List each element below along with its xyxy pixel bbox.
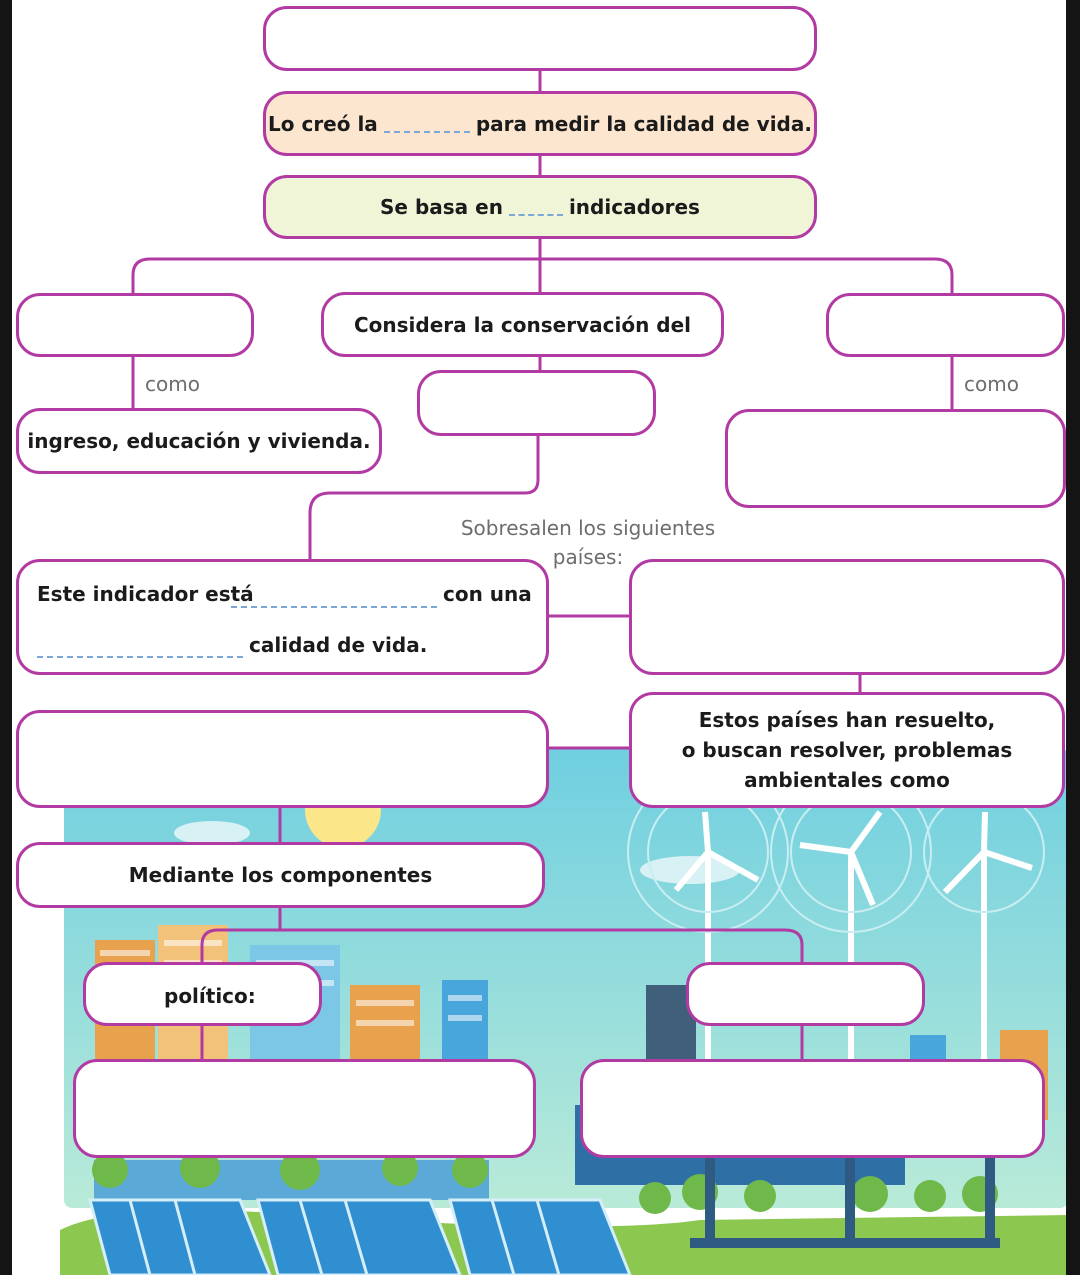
bottom-right-box[interactable] bbox=[580, 1059, 1045, 1158]
countries-label: Sobresalen los siguientes países: bbox=[440, 514, 736, 572]
center-blank-box[interactable] bbox=[417, 370, 656, 436]
component-political-label: político: bbox=[164, 984, 256, 1008]
connector-como-left: como bbox=[145, 372, 200, 396]
components-box: Mediante los componentes bbox=[16, 842, 545, 908]
components-text: Mediante los componentes bbox=[128, 863, 433, 887]
right-examples-box[interactable] bbox=[725, 409, 1066, 508]
based-on-box: Se basa en indicadores bbox=[263, 175, 817, 239]
left-blank-box[interactable] bbox=[16, 710, 549, 808]
environmental-line1: Estos países han resuelto, bbox=[698, 708, 996, 732]
countries-label-line2: países: bbox=[552, 545, 624, 569]
indicator-status-box: Este indicador está con una calidad de v… bbox=[16, 559, 549, 675]
indicator-center-text: Considera la conservación del bbox=[353, 312, 692, 337]
countries-label-line1: Sobresalen los siguientes bbox=[460, 516, 716, 540]
environmental-line2: o buscan resolver, problemas bbox=[681, 738, 1013, 762]
billboard-posts bbox=[705, 1155, 995, 1245]
indicator-right-box[interactable] bbox=[826, 293, 1065, 357]
created-by-suffix: para medir la calidad de vida. bbox=[475, 111, 812, 136]
environmental-line3: ambientales como bbox=[744, 768, 950, 792]
based-on-suffix: indicadores bbox=[568, 195, 700, 219]
created-by-blank[interactable] bbox=[383, 115, 470, 133]
examples-left-text: ingreso, educación y vivienda. bbox=[27, 429, 371, 453]
indicator-left-box[interactable] bbox=[16, 293, 254, 357]
based-on-blank[interactable] bbox=[508, 198, 563, 216]
wind-turbine bbox=[673, 810, 1033, 1060]
indicator-status-blank2[interactable] bbox=[37, 640, 243, 658]
solar-panels bbox=[88, 1198, 632, 1275]
indicator-status-blank1[interactable] bbox=[231, 590, 437, 608]
created-by-box: Lo creó la para medir la calidad de vida… bbox=[263, 91, 817, 156]
based-on-prefix: Se basa en bbox=[380, 195, 503, 219]
indicator-status-part2: con una bbox=[443, 582, 532, 606]
indicator-status-part1: Este indicador está bbox=[37, 582, 254, 606]
title-box[interactable] bbox=[263, 6, 817, 71]
component-right-box[interactable] bbox=[686, 962, 925, 1026]
indicator-center-box: Considera la conservación del bbox=[321, 292, 724, 357]
cloud bbox=[174, 821, 250, 845]
component-political-box[interactable]: político: bbox=[83, 962, 322, 1026]
indicator-status-part3: calidad de vida. bbox=[249, 633, 428, 657]
connector-como-right: como bbox=[964, 372, 1019, 396]
countries-box[interactable] bbox=[629, 559, 1065, 675]
road bbox=[690, 1238, 1000, 1248]
examples-left-box: ingreso, educación y vivienda. bbox=[16, 408, 382, 474]
environmental-box: Estos países han resuelto, o buscan reso… bbox=[629, 692, 1065, 808]
created-by-prefix: Lo creó la bbox=[268, 111, 378, 136]
screen-frame-right bbox=[1066, 0, 1080, 1275]
bottom-left-box[interactable] bbox=[73, 1059, 536, 1158]
screen-frame-left bbox=[0, 0, 12, 1275]
